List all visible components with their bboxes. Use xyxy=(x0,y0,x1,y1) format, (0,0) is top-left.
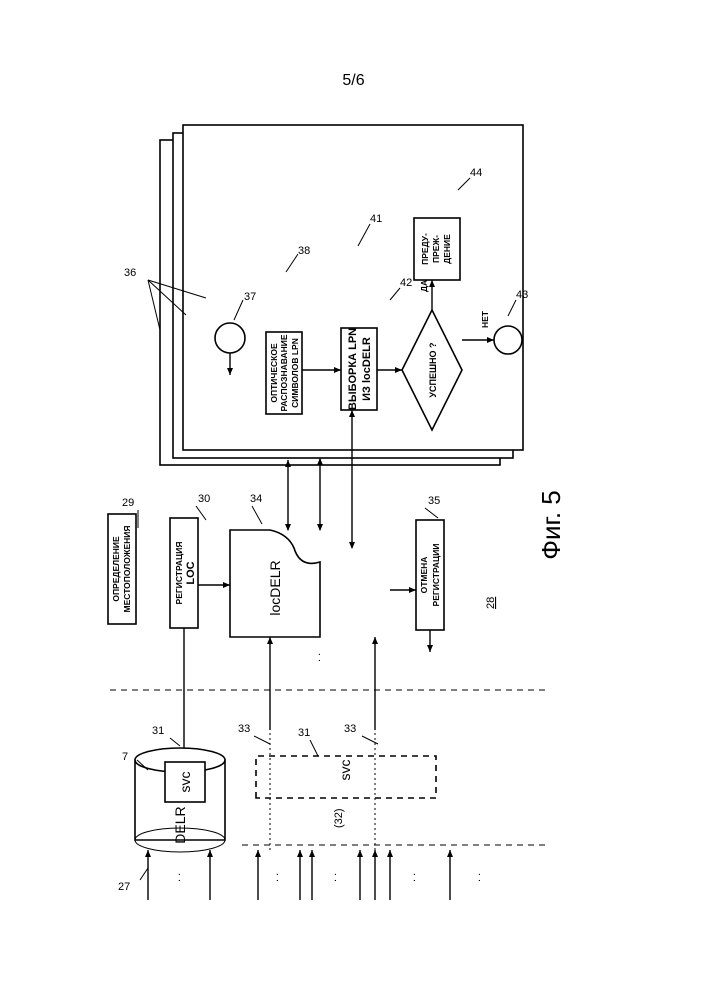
diagram-ref-28: 28 xyxy=(485,597,497,609)
ocr-label-2: РАСПОЗНАВАНИЕ xyxy=(279,334,289,411)
svc-label: svc xyxy=(177,772,193,793)
svc-dashed-label: svc xyxy=(337,760,353,781)
ocr-label-3: СИМВОЛОВ LPN xyxy=(290,338,300,408)
unregister-label-2: РЕГИСТРАЦИИ xyxy=(431,544,441,607)
ref-30: 30 xyxy=(198,493,210,505)
ellipsis-5: . . xyxy=(471,873,483,882)
select-label-1: ВЫБОРКА LPN xyxy=(347,328,359,410)
locdelr-label: locDELR xyxy=(267,560,283,615)
ref-43: 43 xyxy=(516,289,528,301)
ref-33-right: 33 xyxy=(344,723,356,735)
ref-27: 27 xyxy=(118,881,130,893)
ref-35: 35 xyxy=(428,495,440,507)
ref-33-left: 33 xyxy=(238,723,250,735)
ref-31-top: 31 xyxy=(152,725,164,737)
ellipsis-1: . . xyxy=(171,873,183,882)
ref-42: 42 xyxy=(400,277,412,289)
ocr-label-1: ОПТИЧЕСКОЕ xyxy=(269,343,279,403)
yes-label: ДА xyxy=(419,280,429,292)
registration-label-1: РЕГИСТРАЦИЯ xyxy=(174,542,184,605)
ref-31-mid: 31 xyxy=(298,727,310,739)
ref-7: 7 xyxy=(122,751,128,763)
ref-41: 41 xyxy=(370,213,382,225)
warning-label-1: ПРЕДУ- xyxy=(420,233,430,265)
ellipsis-3: . . xyxy=(327,873,339,882)
group-32-label: (32) xyxy=(333,808,345,828)
no-label: НЕТ xyxy=(480,310,490,328)
select-label-2: ИЗ locDELR xyxy=(361,337,373,401)
ref-29: 29 xyxy=(122,497,134,509)
leader-27 xyxy=(140,868,148,880)
ellipsis-6: . . xyxy=(311,653,323,662)
figure-caption: Фиг. 5 xyxy=(536,490,566,560)
end-circle xyxy=(494,326,522,354)
success-label: УСПЕШНО ? xyxy=(428,342,438,397)
location-label-1: ОПРЕДЕЛЕНИЕ xyxy=(111,536,121,602)
delr-label: DELR xyxy=(172,806,188,843)
registration-label-2: LOC xyxy=(185,561,197,584)
ref-34: 34 xyxy=(250,493,262,505)
warning-label-3: ДЕНИЕ xyxy=(442,234,452,264)
ref-38: 38 xyxy=(298,245,310,257)
ref-37: 37 xyxy=(244,291,256,303)
unregister-label-1: ОТМЕНА xyxy=(419,557,429,594)
ref-44: 44 xyxy=(470,167,482,179)
start-circle xyxy=(215,323,245,353)
ellipsis-4: . . xyxy=(406,873,418,882)
ref-36: 36 xyxy=(124,267,136,279)
warning-label-2: ПРЕЖ- xyxy=(431,235,441,263)
ellipsis-2: . . xyxy=(269,873,281,882)
location-label-2: МЕСТОПОЛОЖЕНИЯ xyxy=(122,526,132,613)
rotated-diagram: ОПТИЧЕСКОЕ РАСПОЗНАВАНИЕ СИМВОЛОВ LPN ВЫ… xyxy=(108,125,550,900)
